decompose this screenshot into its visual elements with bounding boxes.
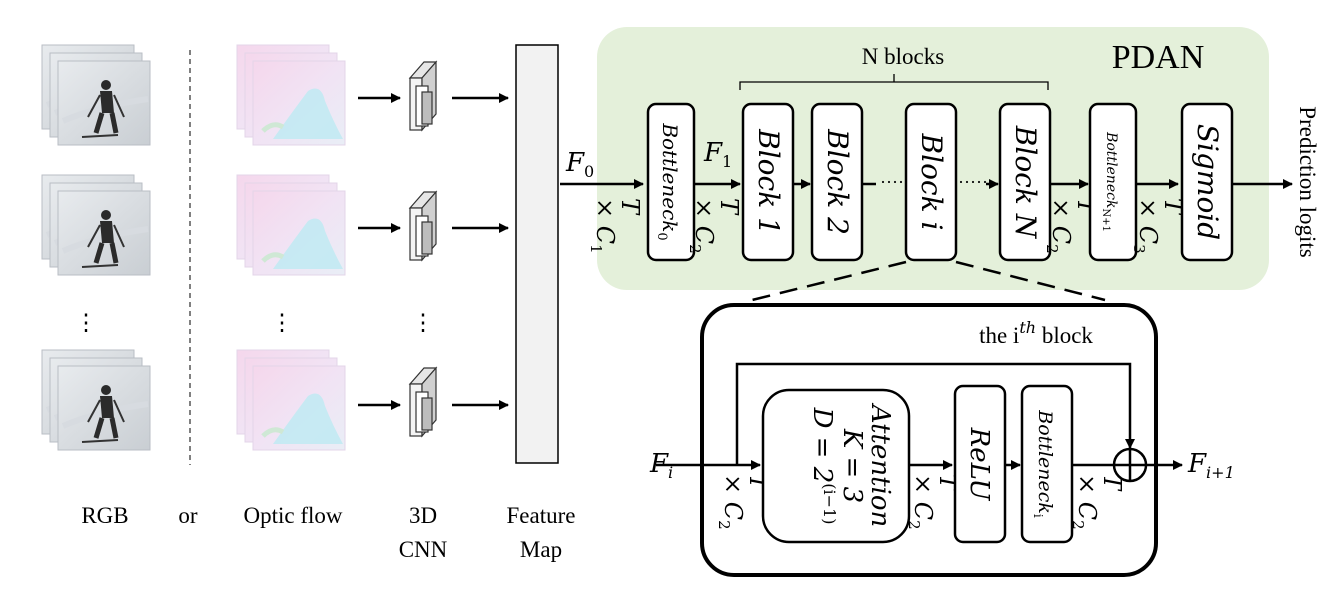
cnn-label-line2: CNN	[399, 537, 448, 562]
svg-text:T: T	[616, 198, 644, 216]
svg-text:× C2: × C2	[1069, 474, 1101, 530]
block-1	[741, 102, 795, 262]
rgb-stack-1	[42, 45, 150, 145]
svg-text:T: T	[1098, 474, 1126, 492]
feature-map-label-line1: Feature	[507, 503, 576, 528]
svg-text:× C2: × C2	[905, 474, 937, 530]
dim-label-tc1: T × C1	[587, 198, 644, 254]
ith-block-title: the ith block	[979, 318, 1093, 348]
flow-stack-3	[237, 350, 345, 450]
block-2-label: Block 2	[821, 128, 854, 235]
optic-flow-label: Optic flow	[243, 503, 342, 528]
bottleneck0-label: Bottleneck0	[654, 122, 682, 240]
svg-text:T: T	[715, 198, 743, 216]
flow-ellipsis: ⋮	[271, 310, 294, 335]
bottleneck-n1-box	[1088, 102, 1138, 262]
feature-map-label-line2: Map	[520, 537, 562, 562]
n-blocks-label: N blocks	[862, 44, 944, 69]
cnn-cube-3	[409, 367, 437, 437]
svg-text:T: T	[1159, 198, 1187, 216]
svg-text:× C1: × C1	[587, 198, 619, 254]
dots-2: ·····	[958, 172, 988, 192]
dim-label-detail-3: T × C2	[1069, 474, 1126, 530]
n-blocks-brace	[739, 74, 1049, 90]
dim-label-tc2-a: T × C2	[686, 198, 743, 254]
dilation-label: D = 2(i−1)	[807, 407, 839, 525]
block-i-label: Block i	[915, 133, 948, 231]
feature-map	[515, 44, 559, 464]
relu-label: ReLU	[964, 427, 994, 502]
cnn-ellipsis: ⋮	[412, 310, 435, 335]
f-next-label: Fi+1	[1187, 449, 1235, 482]
kernel-size-label: K = 3	[837, 428, 867, 503]
flow-stack-2	[237, 175, 345, 275]
prediction-logits-label: Prediction logits	[1295, 106, 1320, 257]
rgb-label: RGB	[81, 503, 128, 528]
bottleneck0-box	[646, 102, 696, 262]
block-1-label: Block 1	[752, 128, 785, 235]
flow-stack-1	[237, 45, 345, 145]
dots-1: ·····	[880, 172, 910, 192]
bottleneck-n1-label: BottleneckN+1	[1100, 131, 1119, 232]
rgb-stack-2	[42, 175, 150, 275]
sigmoid-box	[1180, 102, 1234, 262]
residual-connection	[735, 362, 1135, 465]
zoom-line-right	[955, 260, 1106, 302]
block-n-label: Block N	[1009, 125, 1042, 240]
cnn-cube-2	[409, 191, 437, 261]
sum-icon	[1112, 447, 1148, 483]
block-2	[810, 102, 864, 262]
pdan-title: PDAN	[1112, 39, 1205, 76]
or-label: or	[178, 503, 198, 528]
f0-label: F0	[565, 148, 594, 181]
bottleneck-i-label: Bottlenecki	[1031, 409, 1056, 518]
svg-text:× C2: × C2	[686, 198, 718, 254]
cnn-label-line1: 3D	[409, 503, 437, 528]
block-i	[904, 102, 958, 262]
rgb-ellipsis: ⋮	[75, 310, 98, 335]
block-n	[998, 102, 1052, 262]
f1-label: F1	[703, 138, 732, 171]
svg-text:× C3: × C3	[1130, 198, 1162, 254]
svg-text:× C2: × C2	[715, 474, 747, 530]
svg-text:× C2: × C2	[1043, 198, 1075, 254]
dim-label-tc3: T × C3	[1130, 198, 1187, 254]
cnn-cube-1	[409, 61, 437, 131]
sigmoid-label: Sigmoid	[1191, 124, 1224, 240]
attention-label: Attention	[865, 403, 895, 528]
rgb-stack-3	[42, 350, 150, 450]
